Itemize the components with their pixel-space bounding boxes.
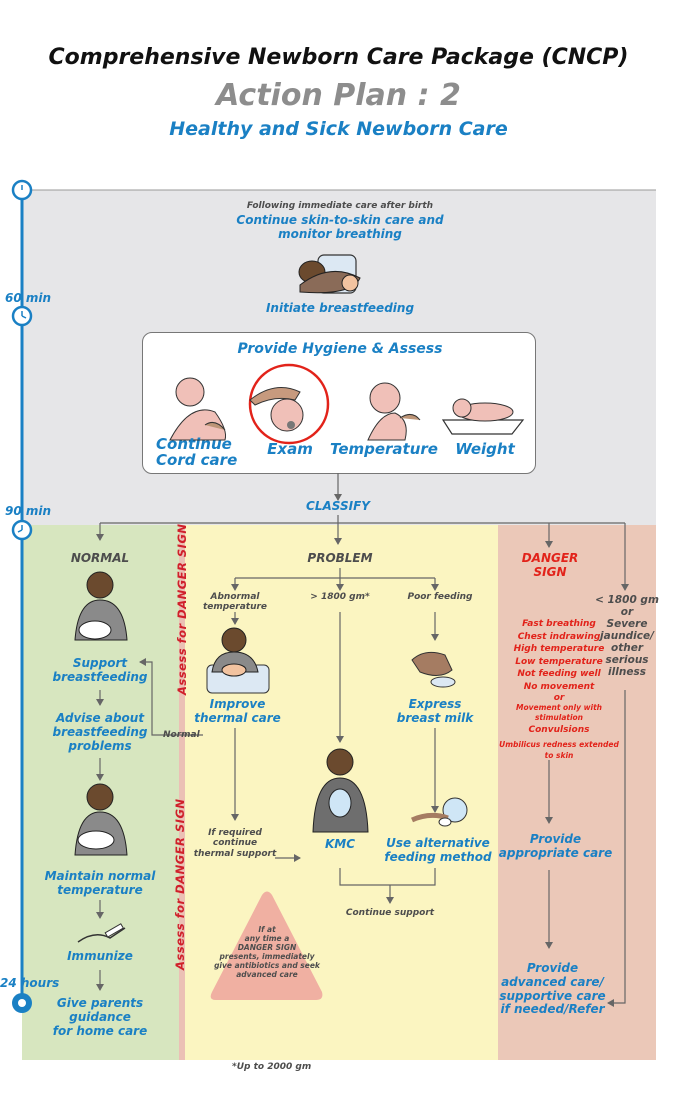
over-1800gm-branch: > 1800 gm* — [310, 592, 370, 602]
mother-breastfeeding-illustration — [74, 571, 128, 641]
exam-illustration — [248, 363, 330, 445]
weight-illustration — [441, 398, 525, 435]
temperature-label: Temperature — [330, 440, 438, 458]
intro-note: Following immediate care after birth — [246, 201, 434, 211]
weight-label: Weight — [455, 440, 515, 458]
mother-holding-baby-illustration — [74, 783, 128, 856]
clock-icon-24h — [12, 993, 32, 1013]
problem-heading: PROBLEM — [307, 551, 373, 565]
exam-label: Exam — [267, 440, 313, 458]
time-label-24h: 24 hours — [0, 976, 60, 990]
kmc-illustration — [312, 748, 369, 833]
page-subtitle: Healthy and Sick Newborn Care — [169, 118, 508, 140]
syringe-illustration — [77, 923, 126, 943]
continue-support-step: Continue support — [345, 908, 435, 918]
temperature-illustration — [367, 382, 421, 441]
footnote: *Up to 2000 gm — [232, 1062, 312, 1072]
thermal-care-illustration — [206, 627, 270, 694]
assess-strip — [179, 525, 185, 1060]
normal-heading: NORMAL — [70, 551, 130, 565]
express-milk-illustration — [411, 651, 456, 688]
cord-care-illustration — [169, 377, 226, 441]
danger-panel — [498, 525, 656, 1060]
immunize-step: Immunize — [67, 949, 133, 963]
normal-feedback-label: Normal — [163, 730, 200, 740]
action-plan-title: Action Plan : 2 — [216, 78, 461, 113]
hygiene-box — [142, 332, 536, 474]
clock-icon-start — [11, 179, 33, 201]
danger-signs-list: Fast breathing Chest indrawing High temp… — [499, 619, 619, 760]
time-label-90min: 90 min — [5, 504, 52, 518]
poor-feeding-branch: Poor feeding — [407, 592, 473, 602]
classify-step: CLASSIFY — [306, 499, 370, 513]
time-label-60min: 60 min — [5, 291, 52, 305]
clock-icon-60 — [11, 305, 33, 327]
kmc-step: KMC — [324, 837, 356, 851]
danger-warning-triangle — [210, 891, 323, 1000]
cord-care-label: Continue Cord care — [156, 435, 238, 469]
clock-icon-90 — [11, 519, 33, 541]
page-title: Comprehensive Newborn Care Package (CNCP… — [48, 45, 629, 70]
assess-danger-sign-label-bottom: Assess for DANGER SIGN — [173, 798, 187, 970]
alternative-feeding-illustration — [410, 797, 468, 827]
assess-danger-sign-label-top: Assess for DANGER SIGN — [175, 523, 189, 695]
initiate-breastfeeding-step: Initiate breastfeeding — [265, 301, 415, 315]
hygiene-box-title: Provide Hygiene & Assess — [237, 341, 443, 357]
breastfeeding-illustration — [298, 254, 361, 294]
